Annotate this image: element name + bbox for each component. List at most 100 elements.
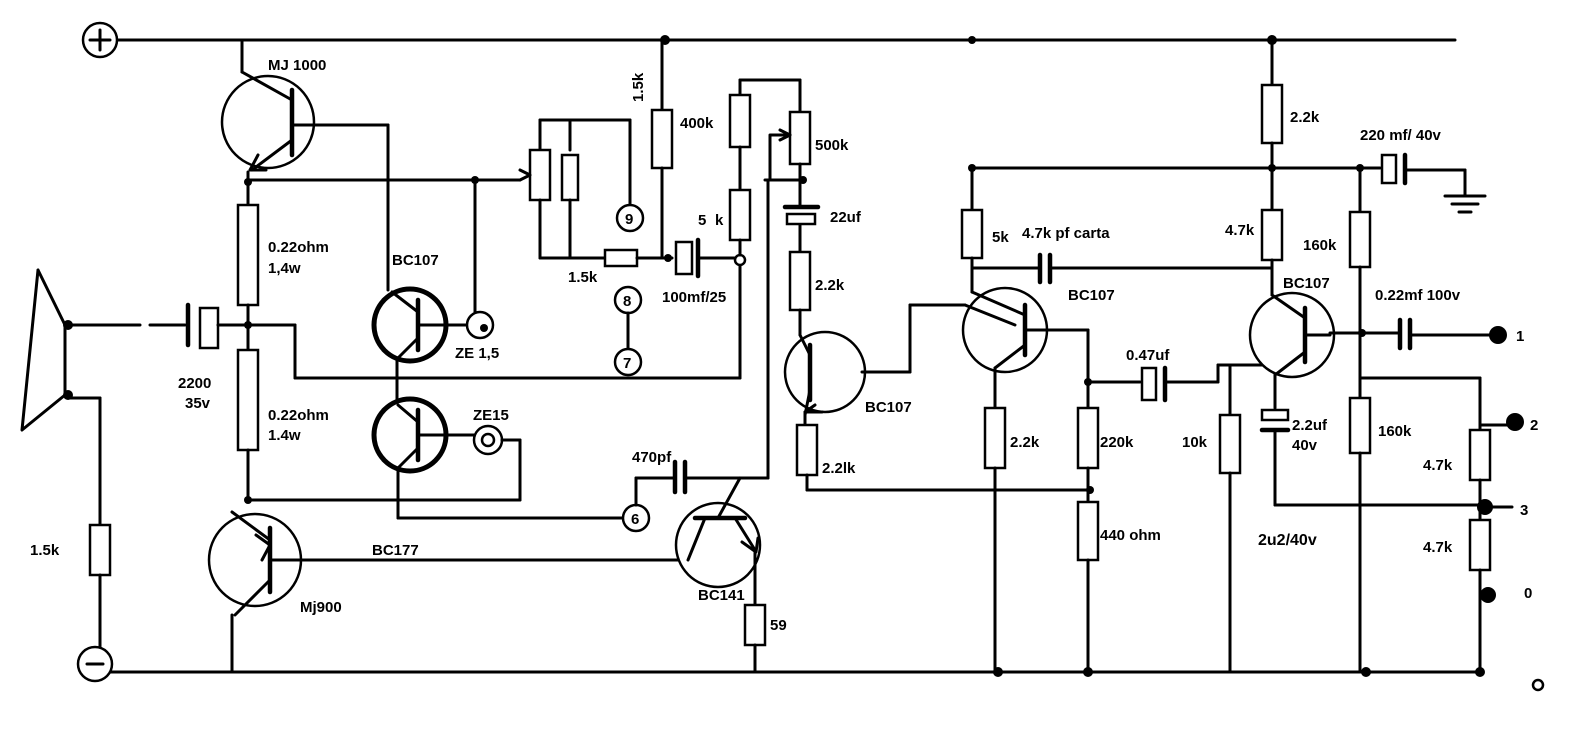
positive-supply-terminal (81, 21, 119, 59)
resistor-5k (960, 208, 984, 260)
resistor-022ohm-top (236, 203, 260, 307)
resistor-2k2-mid (788, 250, 812, 312)
corner-mark (1531, 678, 1545, 692)
loudspeaker-icon (20, 268, 73, 432)
resistor-1k5-left (88, 523, 112, 577)
label-c-022mf: 0.22mf 100v (1375, 287, 1461, 304)
resistor-400k (728, 93, 752, 149)
connector-1[interactable]: 1 (1489, 326, 1524, 345)
resistor-160k-bottom (1348, 396, 1372, 455)
label-mj1000: MJ 1000 (268, 57, 326, 74)
capacitor-22uf-40v (1259, 408, 1291, 433)
capacitor-100mf (674, 237, 701, 279)
terminal-7: 7 (613, 347, 643, 377)
label-c-22uf-40v-a: 2.2uf (1292, 417, 1328, 434)
transistor-bc107-pre-left (961, 286, 1049, 374)
svg-text:3: 3 (1520, 502, 1528, 519)
label-r-1k5-top: 1.5k (630, 72, 647, 102)
connector-3[interactable]: 3 (1477, 499, 1528, 519)
resistor-022ohm-bottom (236, 348, 260, 452)
label-bc107-pre-right: BC107 (1283, 275, 1330, 292)
label-r-160k-bottom: 160k (1378, 423, 1412, 440)
svg-text:6: 6 (631, 511, 639, 528)
label-r-2k2-top: 2.2k (1290, 109, 1320, 126)
svg-text:2: 2 (1530, 417, 1538, 434)
label-r-2k2-emitter: 2.2lk (822, 460, 856, 477)
capacitor-output (185, 302, 220, 350)
label-r-5k: 5k (992, 229, 1009, 246)
resistor-220k (1076, 406, 1100, 470)
label-r-4k7-out-b: 4.7k (1423, 539, 1453, 556)
resistor-1k5-top (650, 108, 674, 170)
svg-text:9: 9 (625, 211, 633, 228)
label-r-5k-stacked-a: 5 (698, 212, 706, 229)
resistor-4k7-out-b (1468, 518, 1492, 572)
label-bc107-mid: BC107 (865, 399, 912, 416)
transistor-bc177-driver (371, 396, 477, 474)
transistor-bc141 (674, 476, 762, 589)
ground-icon (1443, 168, 1487, 214)
label-r-1k5-left: 1.5k (30, 542, 60, 559)
label-c-100mf: 100mf/25 (662, 289, 726, 306)
zener-top (465, 310, 495, 340)
resistor-2k2-emitter (795, 423, 819, 477)
label-zener-bottom: ZE15 (473, 407, 509, 424)
pot-500k (788, 110, 812, 166)
zener-bottom (472, 424, 504, 456)
label-zener-top: ZE 1,5 (455, 345, 499, 362)
resistor-160k-top (1348, 210, 1372, 269)
capacitor-22uf (782, 204, 821, 226)
resistor-4k7-out-a (1468, 428, 1492, 482)
label-r-4k7-top: 4.7k (1225, 222, 1255, 239)
label-re-top: 0.22ohm (268, 239, 329, 256)
label-r-59: 59 (770, 617, 787, 634)
label-re-bottom: 0.22ohm (268, 407, 329, 424)
label-pot-500k: 500k (815, 137, 849, 154)
svg-text:8: 8 (623, 293, 631, 310)
resistor-5k-stacked (728, 188, 752, 242)
resistor-59 (743, 603, 767, 647)
resistor-2k2-top (1260, 83, 1284, 145)
connector-0[interactable]: 0 (1480, 585, 1532, 603)
svg-text:7: 7 (623, 355, 631, 372)
label-bc177: BC177 (372, 542, 419, 559)
resistor-4k7-top (1260, 208, 1284, 262)
label-r-1k5-mid: 1.5k (568, 269, 598, 286)
transistor-bc107-driver (371, 286, 472, 364)
capacitor-022mf (1397, 317, 1413, 351)
capacitor-220mf (1380, 152, 1408, 186)
label-r-5k-stacked-b: k (715, 212, 724, 229)
terminal-8: 8 (613, 285, 643, 315)
label-c-22uf: 22uf (830, 209, 862, 226)
label-r-440: 440 ohm (1100, 527, 1161, 544)
capacitor-047uf (1140, 365, 1168, 403)
resistor-440 (1076, 500, 1100, 562)
label-c-output: 2200 (178, 375, 211, 392)
pot-bias-a (528, 148, 552, 202)
label-c-470pf: 470pf (632, 449, 672, 466)
connector-2[interactable]: 2 (1506, 413, 1538, 434)
label-r-160k-top: 160k (1303, 237, 1337, 254)
negative-supply-terminal (76, 645, 114, 683)
label-r-2k2-pre: 2.2k (1010, 434, 1040, 451)
resistor-10k (1218, 413, 1242, 475)
label-c-2u2: 2u2/40v (1258, 532, 1317, 549)
label-r-400k: 400k (680, 115, 714, 132)
svg-text:1: 1 (1516, 328, 1524, 345)
label-c-output-v: 35v (185, 395, 211, 412)
label-r-4k7-out-a: 4.7k (1423, 457, 1453, 474)
terminal-6: 6 (621, 503, 651, 533)
label-c-22uf-40v-b: 40v (1292, 437, 1318, 454)
terminal-9: 9 (615, 203, 645, 233)
transistor-mj1000 (220, 70, 390, 172)
label-mj900: Mj900 (300, 599, 342, 616)
label-c-047uf: 0.47uf (1126, 347, 1170, 364)
resistor-2k2-pre (983, 406, 1007, 470)
label-bc107-pre-left: BC107 (1068, 287, 1115, 304)
resistor-bias-b (560, 153, 580, 202)
svg-text:0: 0 (1524, 585, 1532, 602)
label-c-4k7pf: 4.7k pf carta (1022, 225, 1110, 242)
resistor-1k5-mid (603, 248, 639, 268)
label-r-220k: 220k (1100, 434, 1134, 451)
